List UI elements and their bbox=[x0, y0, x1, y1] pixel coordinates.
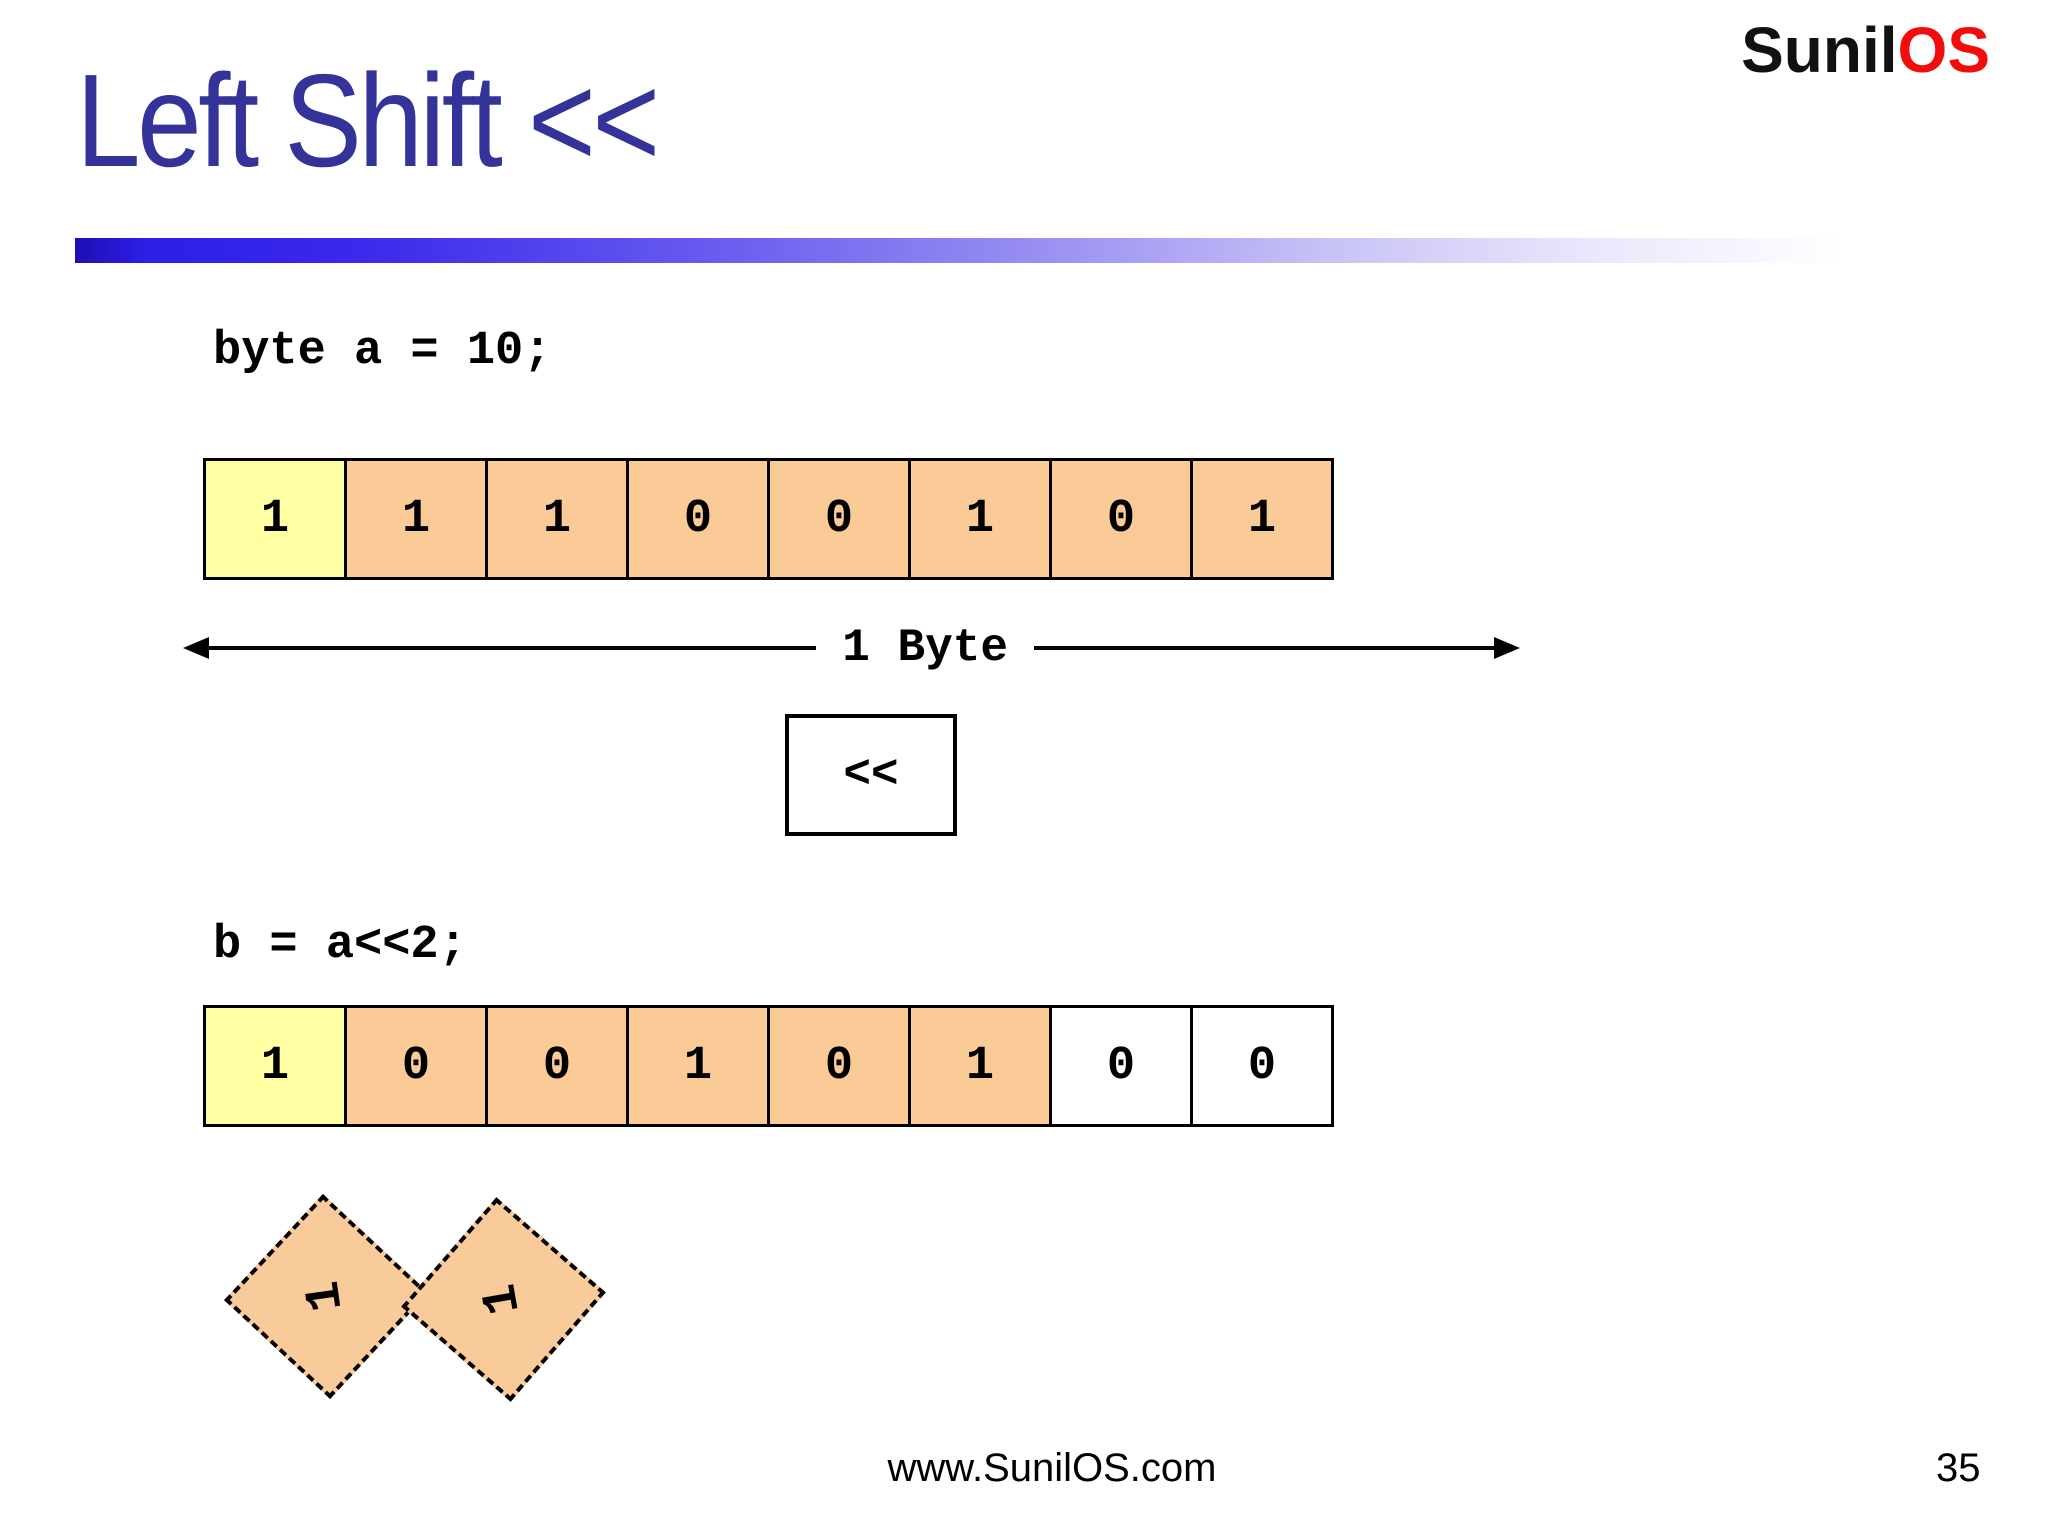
bit-value: 1 bbox=[260, 492, 290, 546]
byte-width-arrow: 1 Byte bbox=[183, 622, 1520, 674]
bit-cell: 0 bbox=[1190, 1008, 1331, 1124]
bit-value: 1 bbox=[401, 492, 431, 546]
bit-value: 1 bbox=[260, 1039, 290, 1093]
logo-text-sunil: Sunil bbox=[1741, 14, 1898, 86]
bit-cell: 1 bbox=[485, 461, 626, 577]
shifted-out-bit-value: 1 bbox=[296, 1277, 357, 1316]
bit-cell: 0 bbox=[1049, 461, 1190, 577]
arrowhead-left-icon bbox=[183, 637, 209, 659]
bit-cell: 1 bbox=[908, 461, 1049, 577]
page-title: Left Shift << bbox=[76, 47, 660, 194]
bit-cell: 1 bbox=[626, 1008, 767, 1124]
bit-value: 0 bbox=[542, 1039, 572, 1093]
arrowhead-right-icon bbox=[1494, 637, 1520, 659]
arrow-line-right bbox=[1033, 646, 1494, 650]
page-number: 35 bbox=[1936, 1446, 1981, 1490]
bit-cell: 0 bbox=[626, 461, 767, 577]
bit-value: 0 bbox=[401, 1039, 431, 1093]
bit-cell: 0 bbox=[1049, 1008, 1190, 1124]
bit-value: 1 bbox=[965, 1039, 995, 1093]
shifted-out-bit-diamond-1: 1 bbox=[224, 1194, 429, 1399]
shift-operator-box: << bbox=[785, 714, 957, 836]
bit-cell: 0 bbox=[767, 1008, 908, 1124]
logo-text-os: OS bbox=[1897, 14, 1990, 86]
title-underline-bar bbox=[75, 238, 1880, 263]
bit-value: 1 bbox=[1247, 492, 1277, 546]
bit-value: 0 bbox=[1106, 492, 1136, 546]
bit-value: 0 bbox=[1247, 1039, 1277, 1093]
byte-row-a: 1 1 1 0 0 1 0 1 bbox=[203, 458, 1334, 580]
bit-value: 0 bbox=[824, 492, 854, 546]
bit-cell: 0 bbox=[767, 461, 908, 577]
bit-value: 0 bbox=[824, 1039, 854, 1093]
arrow-line-left bbox=[209, 646, 817, 650]
bit-cell: 0 bbox=[344, 1008, 485, 1124]
shifted-out-bit-diamond-2: 1 bbox=[401, 1197, 606, 1402]
shifted-out-bit-value: 1 bbox=[472, 1279, 535, 1320]
bit-value: 0 bbox=[1106, 1039, 1136, 1093]
code-line-byte-a: byte a = 10; bbox=[213, 325, 552, 378]
footer-url: www.SunilOS.com bbox=[887, 1446, 1217, 1490]
bit-value: 1 bbox=[965, 492, 995, 546]
byte-width-label: 1 Byte bbox=[842, 622, 1008, 674]
bit-value: 1 bbox=[542, 492, 572, 546]
bit-cell: 1 bbox=[206, 1008, 344, 1124]
code-line-b-equals: b = a<<2; bbox=[213, 919, 467, 972]
bit-cell: 0 bbox=[485, 1008, 626, 1124]
byte-row-b: 1 0 0 1 0 1 0 0 bbox=[203, 1005, 1334, 1127]
bit-value: 1 bbox=[683, 1039, 713, 1093]
bit-cell: 1 bbox=[344, 461, 485, 577]
sunilos-logo: SunilOS bbox=[1741, 18, 1990, 82]
bit-cell: 1 bbox=[1190, 461, 1331, 577]
shift-operator-label: << bbox=[843, 749, 899, 801]
bit-value: 0 bbox=[683, 492, 713, 546]
bit-cell: 1 bbox=[206, 461, 344, 577]
bit-cell: 1 bbox=[908, 1008, 1049, 1124]
